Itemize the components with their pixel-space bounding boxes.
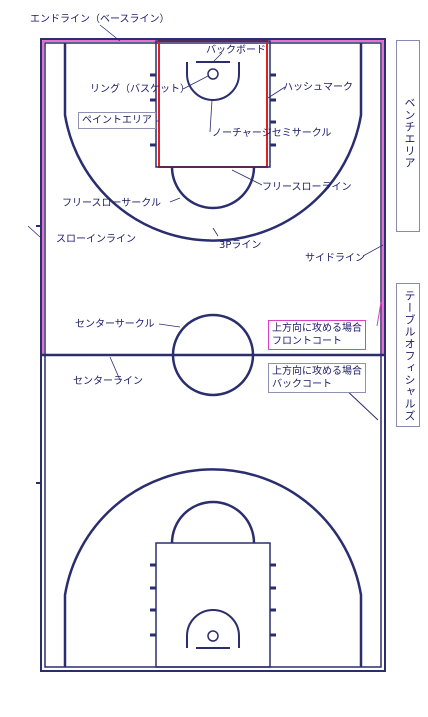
table-officials-box: テーブルオフィシャルズ [396,283,420,427]
hash-marks-bottom [150,563,276,637]
no-charge-semicircle-bottom [186,609,240,648]
endline-label: エンドライン（ベースライン） [30,13,170,25]
throw-in-line-label: スローインライン [56,233,136,245]
center-line-label: センターライン [73,375,143,387]
paint-area-top-outline [155,40,271,168]
back-court-leader [343,387,379,421]
bench-area-box: ベンチエリア [396,40,420,232]
front-court-leader [376,301,382,327]
backboard-label: バックボード [206,44,266,56]
paint-area-bottom [155,542,271,668]
front-court-note-line1: 上方向に攻める場合 [272,322,362,335]
free-throw-circle-top [170,166,256,210]
free-throw-circle-label: フリースローサークル [62,197,161,209]
back-court-note-line2: バックコート [272,378,362,391]
hash-mark-label: ハッシュマーク [283,81,353,93]
free-throw-circle-bottom [170,500,256,544]
free-throw-line-label: フリースローライン [262,181,352,193]
sideline-label: サイドライン [305,252,365,264]
bench-area-label: ベンチエリア [403,97,416,169]
three-point-line-label: 3Pライン [219,239,261,251]
front-court-note-line2: フロントコート [272,335,362,348]
paint-area-top [158,40,268,168]
center-circle-label: センターサークル [75,318,155,330]
center-circle [171,313,255,397]
no-charge-label: ノーチャージセミサークル [212,127,331,139]
three-point-line-bottom [63,468,363,667]
front-court-note: 上方向に攻める場合 フロントコート [268,320,366,350]
back-court-note-line1: 上方向に攻める場合 [272,365,362,378]
ring-top [207,68,219,80]
table-officials-label: テーブルオフィシャルズ [403,290,416,422]
back-court-note: 上方向に攻める場合 バックコート [268,363,366,393]
no-charge-semicircle-top [186,62,240,101]
ring-bottom [207,630,219,642]
leader-lines [27,24,384,381]
paint-area-label: ペイントエリア [78,112,156,129]
ring-label: リング（バスケット） [90,82,190,95]
three-point-line-top [63,43,363,242]
